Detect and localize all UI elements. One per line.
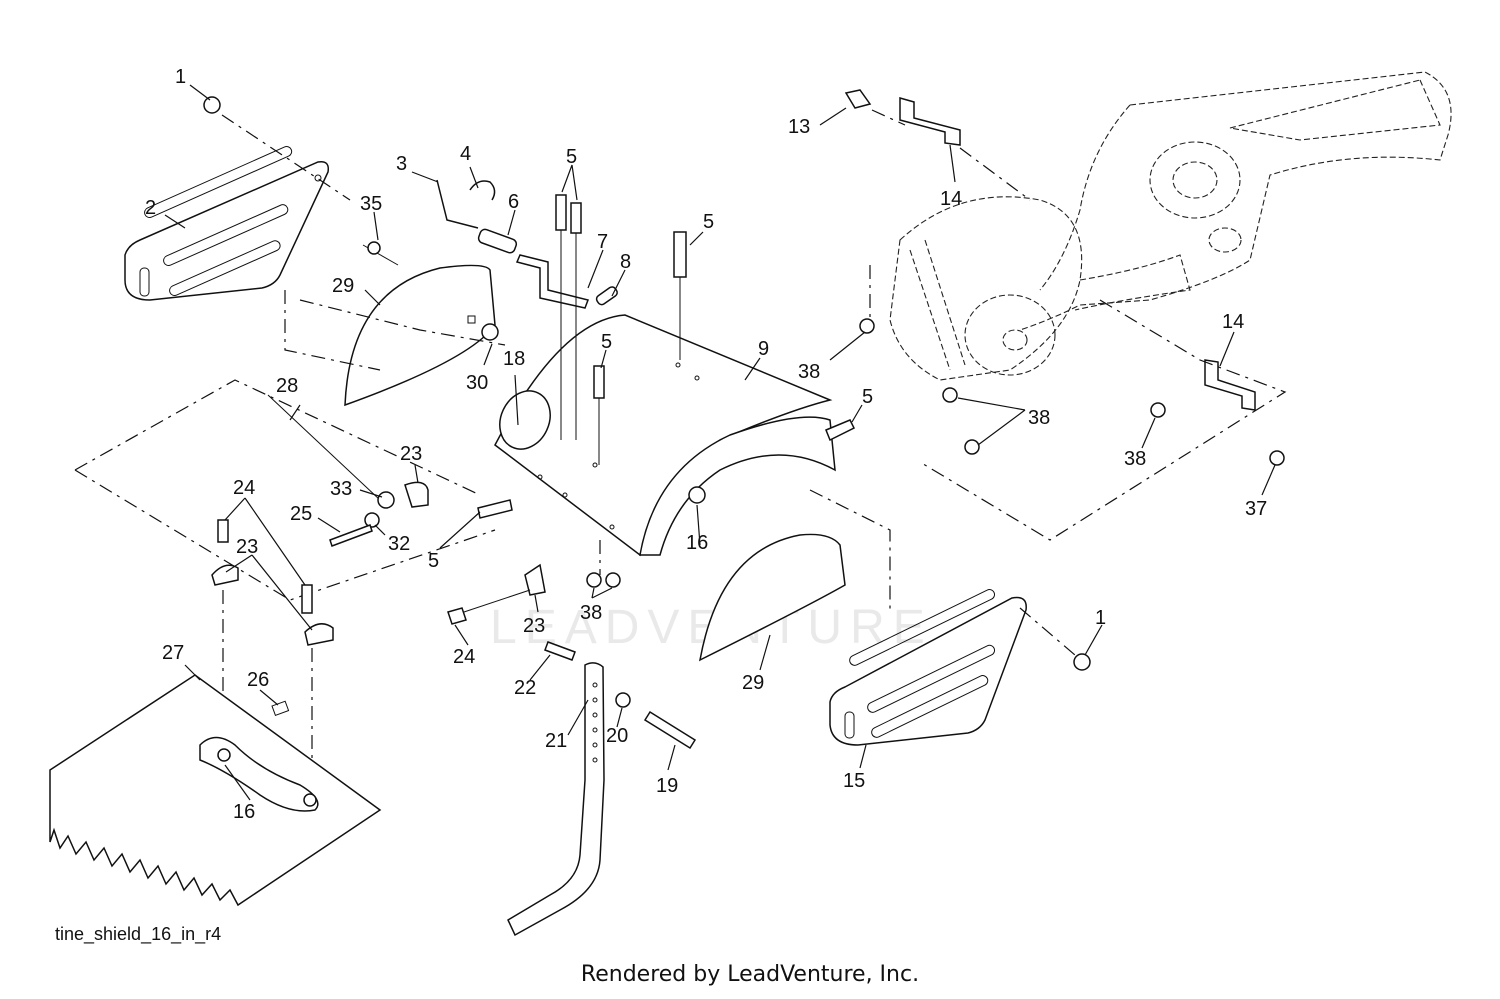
callout-13: 13 — [788, 116, 810, 138]
callout-5: 5 — [566, 146, 577, 168]
carriage-bolts-5 — [477, 194, 856, 519]
callout-29: 29 — [742, 672, 764, 694]
footer-credit: Rendered by LeadVenture, Inc. — [580, 962, 920, 987]
nut-38-b — [605, 572, 621, 588]
nut-1-left — [203, 96, 221, 114]
nut-38-e — [964, 439, 980, 455]
leader-lines — [164, 84, 1276, 801]
callout-5: 5 — [428, 550, 439, 572]
callout-16: 16 — [686, 532, 708, 554]
callout-22: 22 — [514, 677, 536, 699]
callout-19: 19 — [656, 775, 678, 797]
callout-29: 29 — [332, 275, 354, 297]
callout-27: 27 — [162, 642, 184, 664]
bolt-24-b — [301, 584, 313, 614]
callout-5: 5 — [703, 211, 714, 233]
pin-19 — [643, 710, 697, 750]
callout-8: 8 — [620, 251, 631, 273]
callouts: 1 1 2 3 4 5 5 5 5 5 6 7 8 9 13 14 14 15 … — [145, 66, 1267, 823]
clamp-23-a — [211, 564, 239, 586]
bracket-14-lower — [1204, 359, 1256, 411]
nut-38-c — [859, 318, 875, 334]
washer-32 — [364, 512, 380, 528]
depth-bar-21 — [507, 662, 605, 937]
callout-1: 1 — [1095, 607, 1106, 629]
clamp-23-c — [524, 563, 546, 596]
left-side-shield — [124, 146, 330, 301]
inner-shield-right — [698, 533, 846, 662]
nut-38-a — [586, 572, 602, 588]
callout-14: 14 — [940, 188, 962, 210]
washer-33 — [377, 491, 395, 509]
callout-16: 16 — [233, 801, 255, 823]
bolt-24-c — [447, 607, 467, 625]
clamp-23-upper — [404, 481, 429, 508]
callout-7: 7 — [597, 231, 608, 253]
callout-38: 38 — [798, 361, 820, 383]
callout-32: 32 — [388, 533, 410, 555]
callout-1: 1 — [175, 66, 186, 88]
clip-4 — [469, 180, 496, 201]
bracket-7 — [515, 254, 589, 309]
callout-14: 14 — [1222, 311, 1244, 333]
callout-3: 3 — [396, 153, 407, 175]
callout-37: 37 — [1245, 498, 1267, 520]
callout-33: 33 — [330, 478, 352, 500]
tine-shield-main — [494, 314, 836, 557]
nut-37 — [1269, 450, 1285, 466]
callout-23: 23 — [523, 615, 545, 637]
callout-21: 21 — [545, 730, 567, 752]
transmission-housing — [889, 71, 1452, 381]
callout-18: 18 — [503, 348, 525, 370]
callout-6: 6 — [508, 191, 519, 213]
callout-5: 5 — [601, 331, 612, 353]
pin-25 — [329, 524, 373, 547]
bolt-13 — [844, 89, 872, 109]
nut-16-center — [688, 486, 706, 504]
callout-38: 38 — [580, 602, 602, 624]
callout-38: 38 — [1028, 407, 1050, 429]
nut-38-f — [1150, 402, 1166, 418]
nut-1-right — [1073, 653, 1091, 671]
callout-24: 24 — [233, 477, 255, 499]
callout-4: 4 — [460, 143, 471, 165]
callout-23: 23 — [236, 536, 258, 558]
inner-shield-left — [344, 264, 496, 407]
callout-26: 26 — [247, 669, 269, 691]
diagram-filename: tine_shield_16_in_r4 — [55, 924, 222, 944]
nut-38-d — [942, 387, 958, 403]
callout-20: 20 — [606, 725, 628, 747]
callout-30: 30 — [466, 372, 488, 394]
latch-rod-3 — [436, 179, 479, 229]
right-side-shield — [829, 589, 1027, 746]
nut-30 — [481, 323, 499, 341]
callout-9: 9 — [758, 338, 769, 360]
bolt-22 — [544, 641, 576, 661]
callout-5: 5 — [862, 386, 873, 408]
callout-38: 38 — [1124, 448, 1146, 470]
callout-35: 35 — [360, 193, 382, 215]
callout-28: 28 — [276, 375, 298, 397]
spring-6 — [477, 228, 518, 254]
callout-25: 25 — [290, 503, 312, 525]
nut-20 — [615, 692, 631, 708]
callout-2: 2 — [145, 197, 156, 219]
bracket-14-upper — [899, 97, 961, 146]
tine-plate-27 — [49, 674, 382, 907]
callout-23: 23 — [400, 443, 422, 465]
callout-24: 24 — [453, 646, 475, 668]
bolt-24-a — [217, 519, 229, 543]
callout-15: 15 — [843, 770, 865, 792]
rod-28 — [267, 394, 381, 501]
